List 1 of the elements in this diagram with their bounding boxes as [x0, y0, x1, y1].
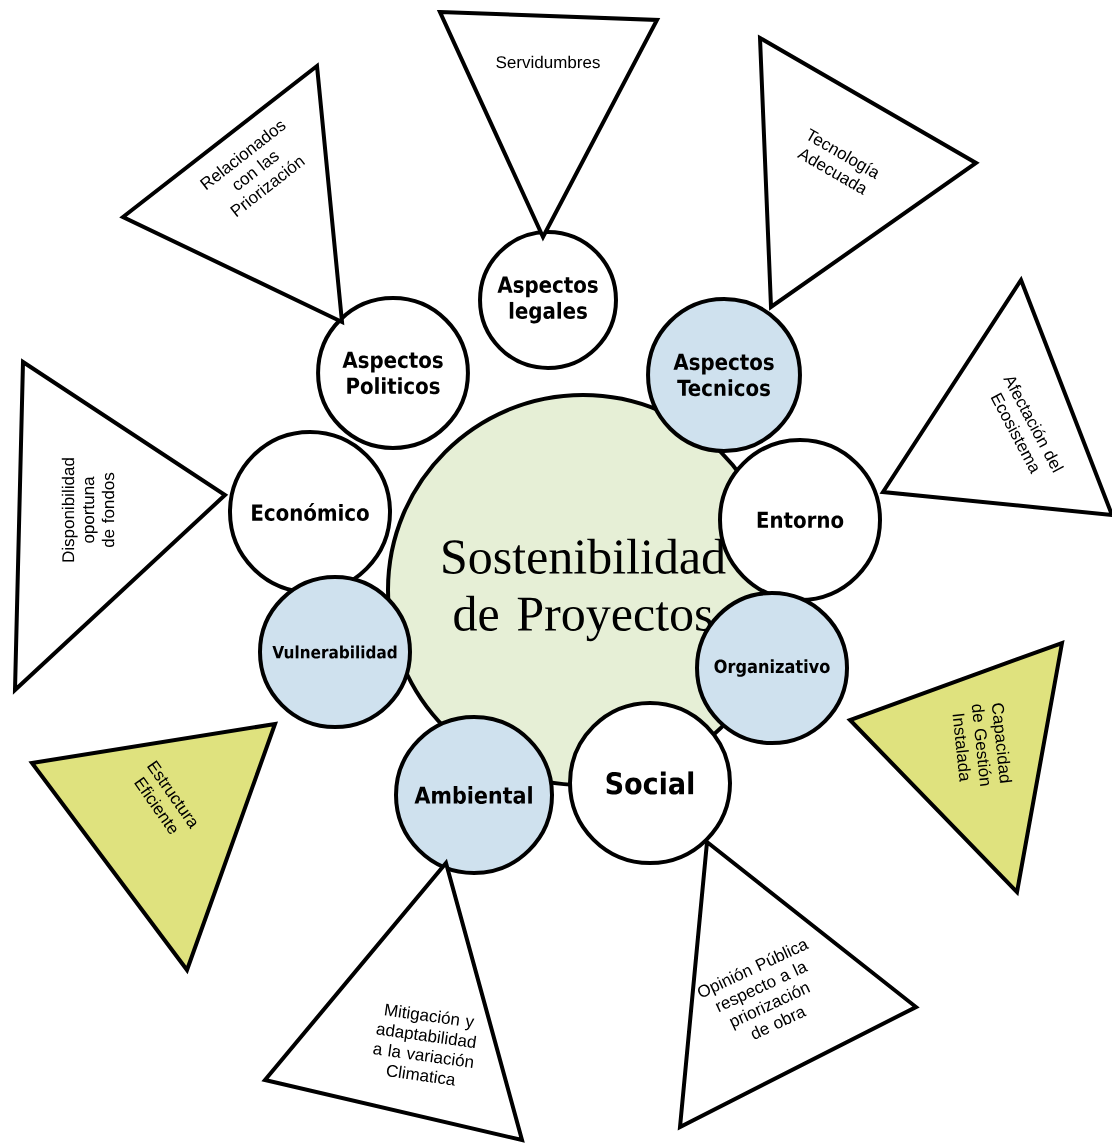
node-label: Mitigación y adaptabilidad a la variación Climatica — [373, 1003, 477, 1086]
